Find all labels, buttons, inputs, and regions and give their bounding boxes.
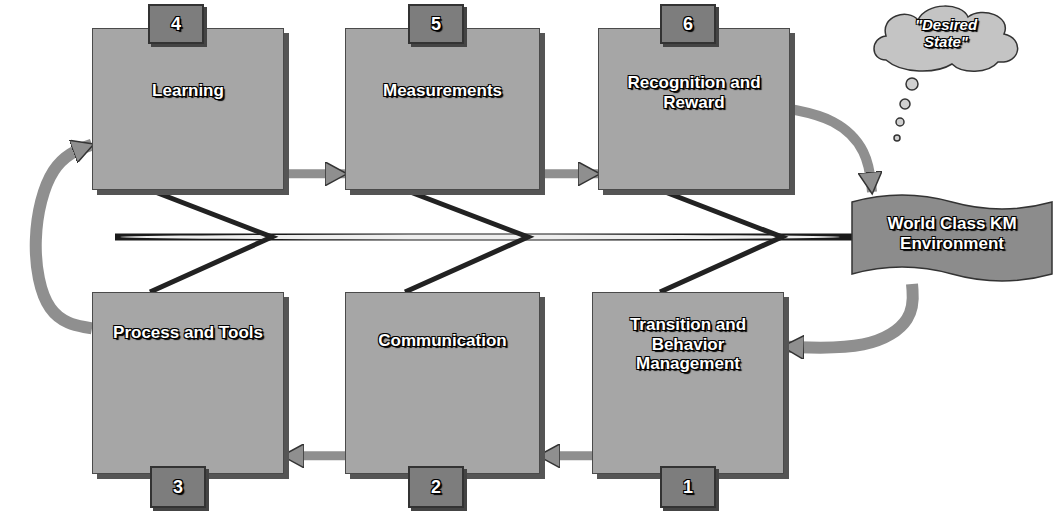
flow-arrow (540, 169, 598, 178)
text-holder: Communication (358, 331, 527, 351)
callout-number: 5 (408, 4, 464, 44)
thought-bubble (896, 118, 904, 126)
text-holder: Process and Tools (105, 323, 271, 343)
text-holder: Learning (105, 81, 271, 101)
effect-head: World Class KM Environment (852, 192, 1052, 284)
cause-box: Learning (92, 28, 284, 190)
flow-arrow (284, 169, 345, 178)
cause-box: Process and Tools (92, 292, 284, 474)
callout-number: 3 (150, 466, 206, 508)
text-holder: "Desired State" (900, 16, 992, 51)
bone (660, 190, 782, 292)
node-label: "Desired State" (900, 16, 992, 51)
thought-bubble (900, 99, 910, 109)
spine-highlight (120, 235, 840, 240)
callout-number: 2 (431, 477, 441, 498)
node-label: Process and Tools (105, 323, 271, 343)
callout-number: 5 (431, 14, 441, 35)
spine (115, 234, 856, 241)
text-holder: Recognition and Reward (611, 73, 777, 112)
callout-number: 6 (660, 4, 716, 44)
text-holder: World Class KM Environment (866, 214, 1038, 253)
thought-cloud: "Desired State" (866, 2, 1026, 74)
thought-bubble (894, 135, 900, 141)
thought-bubble (906, 78, 918, 90)
text-holder: Transition and Behavior Management (605, 315, 771, 374)
text-holder: 5 (431, 14, 441, 35)
callout-number: 4 (171, 14, 181, 35)
text-holder: Measurements (358, 81, 527, 101)
callout-number: 3 (173, 477, 183, 498)
node-label: World Class KM Environment (866, 214, 1038, 253)
node-label: Transition and Behavior Management (605, 315, 771, 374)
cause-box: Transition and Behavior Management (592, 292, 784, 474)
flow-arrow (284, 451, 345, 460)
flow-arrow (790, 109, 872, 192)
callout-number: 6 (683, 14, 693, 35)
callout-number: 1 (683, 477, 693, 498)
callout-number: 2 (408, 466, 464, 508)
text-holder: 6 (683, 14, 693, 35)
text-holder: 4 (171, 14, 181, 35)
node-label: Learning (105, 81, 271, 101)
node-label: Recognition and Reward (611, 73, 777, 112)
bone (150, 190, 272, 292)
cause-box: Measurements (345, 28, 540, 190)
cause-box: Recognition and Reward (598, 28, 790, 190)
bone (405, 190, 528, 292)
callout-number: 1 (660, 466, 716, 508)
text-holder: 1 (683, 477, 693, 498)
flow-arrow (540, 451, 592, 460)
callout-number: 4 (148, 4, 204, 44)
flow-arrow (36, 145, 92, 329)
cause-box: Communication (345, 292, 540, 474)
cloud-shape (874, 6, 1018, 71)
flow-arrow (784, 284, 913, 348)
text-holder: 3 (173, 477, 183, 498)
node-label: Measurements (358, 81, 527, 101)
text-holder: 2 (431, 477, 441, 498)
banner-shape (852, 195, 1052, 281)
node-label: Communication (358, 331, 527, 351)
